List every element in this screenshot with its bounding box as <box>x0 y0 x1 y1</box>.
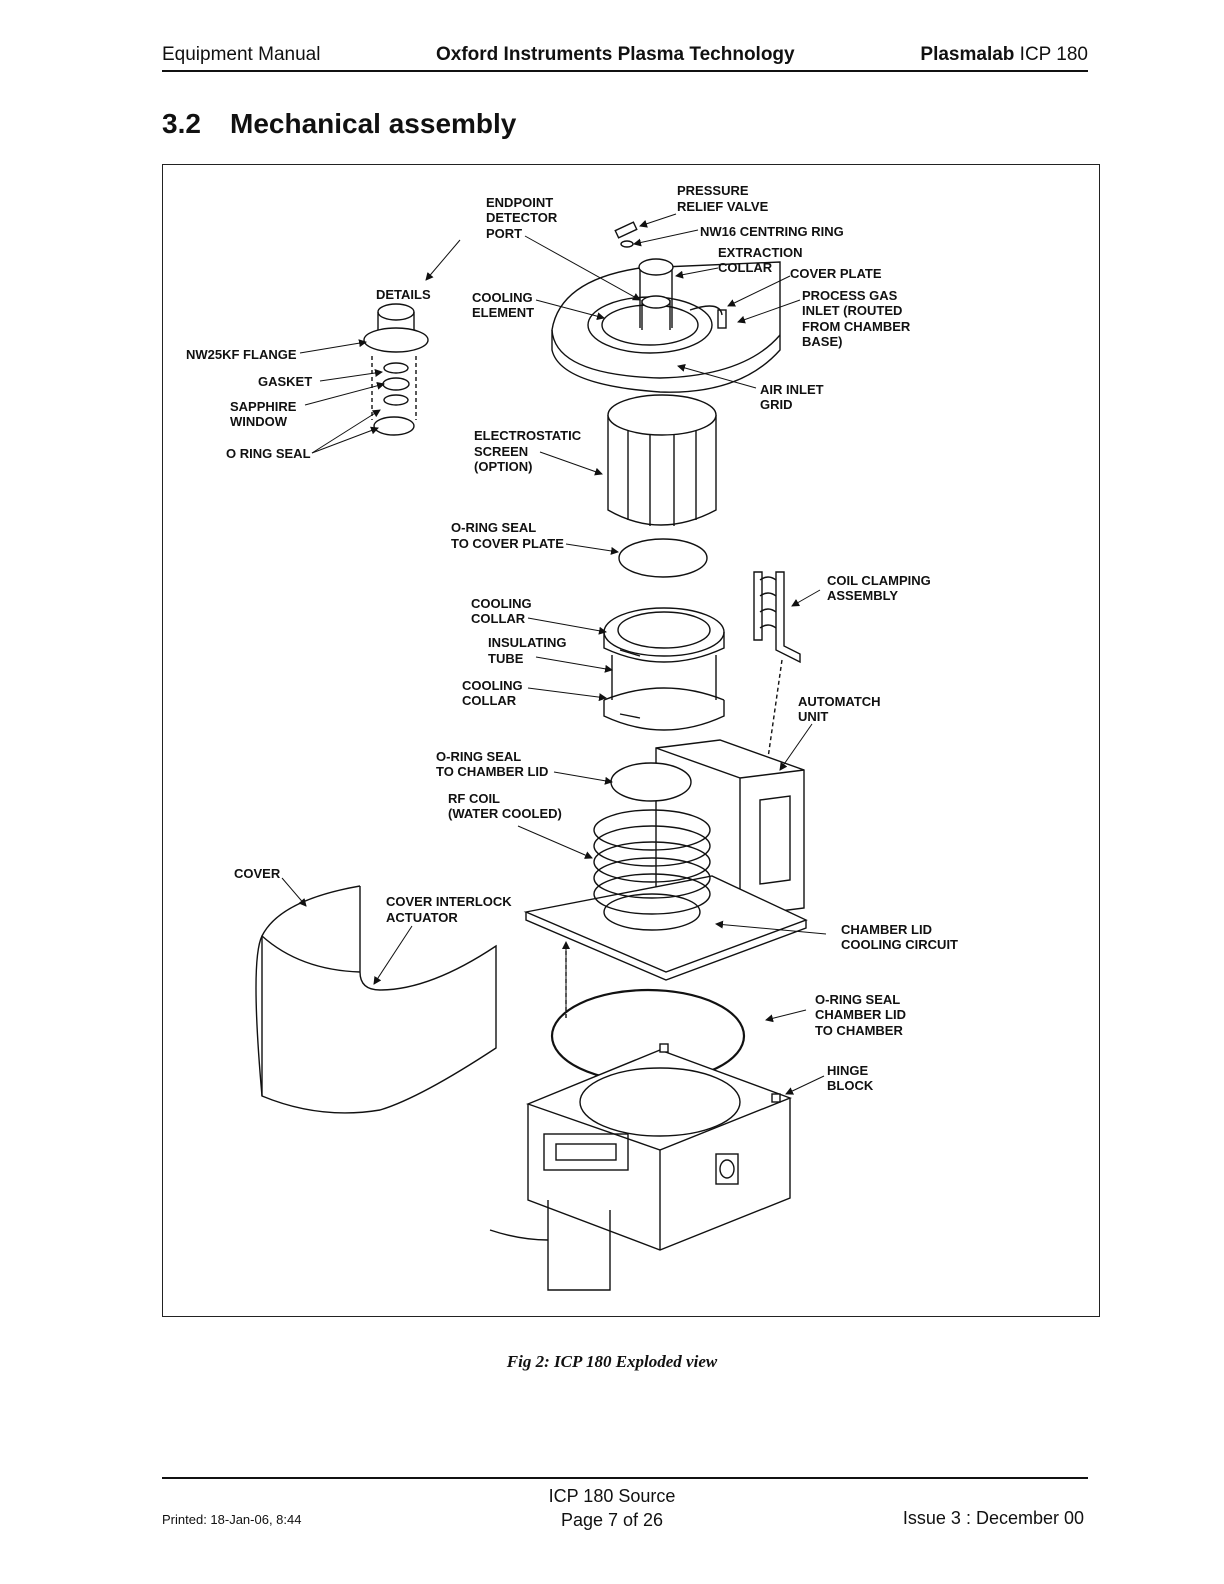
header-product-name: Plasmalab <box>920 44 1015 65</box>
header-manual-type: Equipment Manual <box>162 44 321 65</box>
label-sapphire-1: SAPPHIRE <box>230 399 297 414</box>
label-insulating-1: INSULATING <box>488 635 566 650</box>
label-coil-clamp-2: ASSEMBLY <box>827 588 898 603</box>
header-company: Oxford Instruments Plasma Technology <box>436 44 795 65</box>
label-rf-coil-1: RF COIL <box>448 791 500 806</box>
label-automatch-2: UNIT <box>798 709 828 724</box>
label-pressure-relief-1: PRESSURE <box>677 183 749 198</box>
label-cooling-element-1: COOLING <box>472 290 533 305</box>
page-header: Equipment Manual Oxford Instruments Plas… <box>162 44 1088 72</box>
label-sapphire-2: WINDOW <box>230 414 288 429</box>
label-hinge-1: HINGE <box>827 1063 869 1078</box>
label-extraction-1: EXTRACTION <box>718 245 803 260</box>
chamber-body-drawing <box>489 1043 792 1291</box>
label-cover-plate: COVER PLATE <box>790 266 882 281</box>
footer-issue: Issue 3 : December 00 <box>902 1508 1084 1528</box>
oring-cover-plate-drawing <box>618 538 708 578</box>
section-number: 3.2 <box>162 108 201 139</box>
label-nw16: NW16 CENTRING RING <box>700 224 844 239</box>
label-cooling-collar-bot-2: COLLAR <box>462 693 517 708</box>
details-drawing <box>363 303 429 436</box>
label-oring-chamber-1: O-RING SEAL <box>815 992 900 1007</box>
label-air-inlet-2: GRID <box>760 397 793 412</box>
label-endpoint-3: PORT <box>486 226 522 241</box>
electrostatic-screen-drawing <box>607 394 717 526</box>
label-o-ring-seal-detail: O RING SEAL <box>226 446 311 461</box>
label-process-gas-3: FROM CHAMBER <box>802 319 911 334</box>
label-insulating-2: TUBE <box>488 651 524 666</box>
label-automatch-1: AUTOMATCH <box>798 694 881 709</box>
label-cover: COVER <box>234 866 281 881</box>
cover-drawing <box>255 885 497 1114</box>
header-product-model: ICP 180 <box>1014 44 1088 65</box>
header-product: Plasmalab ICP 180 <box>920 44 1088 66</box>
label-oring-lid-1: O-RING SEAL <box>436 749 521 764</box>
label-gasket: GASKET <box>258 374 312 389</box>
oring-chamber-lid-drawing <box>610 762 692 802</box>
label-endpoint-1: ENDPOINT <box>486 195 553 210</box>
label-interlock-2: ACTUATOR <box>386 910 458 925</box>
footer-printed: Printed: 18-Jan-06, 8:44 <box>162 1512 302 1527</box>
footer-page-number: Page 7 of 26 <box>560 1510 664 1530</box>
label-air-inlet-1: AIR INLET <box>760 382 824 397</box>
label-rf-coil-2: (WATER COOLED) <box>448 806 562 821</box>
cooling-collar-assembly-drawing <box>603 607 725 731</box>
label-endpoint-2: DETECTOR <box>486 210 558 225</box>
label-hinge-2: BLOCK <box>827 1078 874 1093</box>
label-process-gas-4: BASE) <box>802 334 842 349</box>
section-heading: 3.2 Mechanical assembly <box>162 108 516 140</box>
footer-doc-title: ICP 180 Source <box>548 1486 676 1506</box>
footer-center: ICP 180 Source Page 7 of 26 <box>0 1484 1224 1532</box>
label-oring-chamber-2: CHAMBER LID <box>815 1007 906 1022</box>
figure-frame <box>162 164 1100 1317</box>
coil-clamp-drawing <box>753 571 801 664</box>
section-title: Mechanical assembly <box>230 108 517 139</box>
footer-rule <box>162 1477 1088 1479</box>
label-lid-cooling-2: COOLING CIRCUIT <box>841 937 958 952</box>
label-pressure-relief-2: RELIEF VALVE <box>677 199 769 214</box>
label-cooling-collar-top-2: COLLAR <box>471 611 526 626</box>
label-oring-lid-2: TO CHAMBER LID <box>436 764 548 779</box>
label-cooling-collar-bot-1: COOLING <box>462 678 523 693</box>
cover-plate-drawing <box>551 221 781 393</box>
label-electrostatic-1: ELECTROSTATIC <box>474 428 582 443</box>
label-nw25kf: NW25KF FLANGE <box>186 347 297 362</box>
figure-caption: Fig 2: ICP 180 Exploded view <box>506 1352 718 1371</box>
label-electrostatic-3: (OPTION) <box>474 459 533 474</box>
label-extraction-2: COLLAR <box>718 260 773 275</box>
exploded-view-diagram: PRESSURE RELIEF VALVE ENDPOINT DETECTOR … <box>186 183 958 1291</box>
label-cooling-element-2: ELEMENT <box>472 305 534 320</box>
label-process-gas-2: INLET (ROUTED <box>802 303 902 318</box>
label-cooling-collar-top-1: COOLING <box>471 596 532 611</box>
label-interlock-1: COVER INTERLOCK <box>386 894 512 909</box>
chamber-lid-drawing <box>523 809 808 981</box>
label-lid-cooling-1: CHAMBER LID <box>841 922 932 937</box>
label-oring-chamber-3: TO CHAMBER <box>815 1023 903 1038</box>
label-coil-clamp-1: COIL CLAMPING <box>827 573 931 588</box>
label-process-gas-1: PROCESS GAS <box>802 288 898 303</box>
label-details: DETAILS <box>376 287 431 302</box>
label-oring-cover-1: O-RING SEAL <box>451 520 536 535</box>
label-electrostatic-2: SCREEN <box>474 444 528 459</box>
label-oring-cover-2: TO COVER PLATE <box>451 536 564 551</box>
